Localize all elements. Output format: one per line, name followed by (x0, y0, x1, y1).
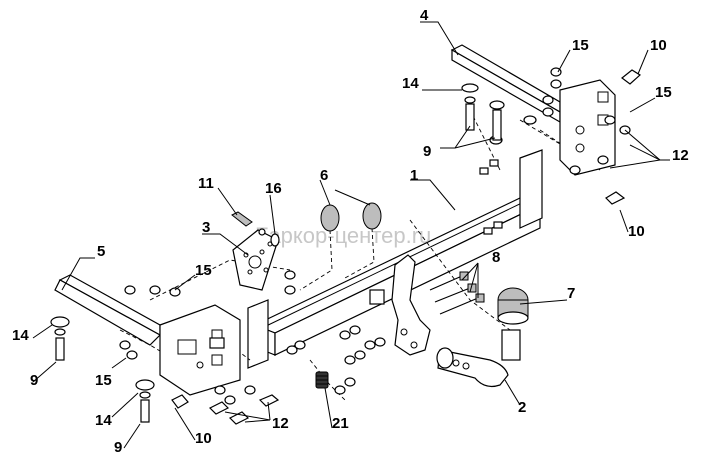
callout-6: 6 (320, 167, 328, 184)
callout-12-bottom: 12 (272, 415, 289, 432)
callout-9-left: 9 (30, 372, 38, 389)
hardware-washers-nuts (119, 67, 631, 405)
watermark-text: Fаркор-центер.ru (255, 223, 431, 248)
callout-10-bottom: 10 (195, 430, 212, 447)
callout-10-right: 10 (628, 223, 645, 240)
callout-8: 8 (492, 249, 500, 266)
callout-4: 4 (420, 7, 429, 24)
washer-part-16 (270, 233, 280, 247)
callout-15-mid: 15 (195, 262, 212, 279)
callout-labels: 4 15 10 15 14 9 12 10 1 6 11 16 3 15 5 8… (12, 7, 689, 456)
hook-hanger (369, 254, 431, 356)
leader-lines (32, 21, 670, 449)
callout-15-right: 15 (655, 84, 672, 101)
callout-14-top: 14 (402, 75, 419, 92)
callout-3: 3 (202, 219, 210, 236)
ball-cover-part-7 (497, 287, 529, 325)
callout-10-top: 10 (650, 37, 667, 54)
callout-15-left: 15 (95, 372, 112, 389)
callout-9-bottom: 9 (114, 439, 122, 456)
callout-12-right: 12 (672, 147, 689, 164)
side-bracket-part-5 (54, 274, 241, 396)
callout-15-top: 15 (572, 37, 589, 54)
callout-14-bottom: 14 (95, 412, 112, 429)
socket-plate-part-3 (232, 229, 279, 291)
callout-2: 2 (518, 399, 526, 416)
spring-part-21 (315, 371, 329, 389)
callout-5: 5 (97, 243, 105, 260)
callout-14-left: 14 (12, 327, 29, 344)
side-bracket-part-4 (450, 44, 616, 176)
tow-ball-arm-part-2 (436, 329, 521, 388)
spacer-part-6 (320, 202, 382, 232)
callout-21: 21 (332, 415, 349, 432)
callout-16: 16 (265, 180, 282, 197)
callout-9-top: 9 (423, 143, 431, 160)
bolt-set-part-8 (429, 271, 485, 315)
callout-7: 7 (567, 285, 575, 302)
bolt-part-11 (231, 211, 266, 236)
callout-11: 11 (198, 175, 214, 192)
callout-1: 1 (410, 167, 418, 184)
